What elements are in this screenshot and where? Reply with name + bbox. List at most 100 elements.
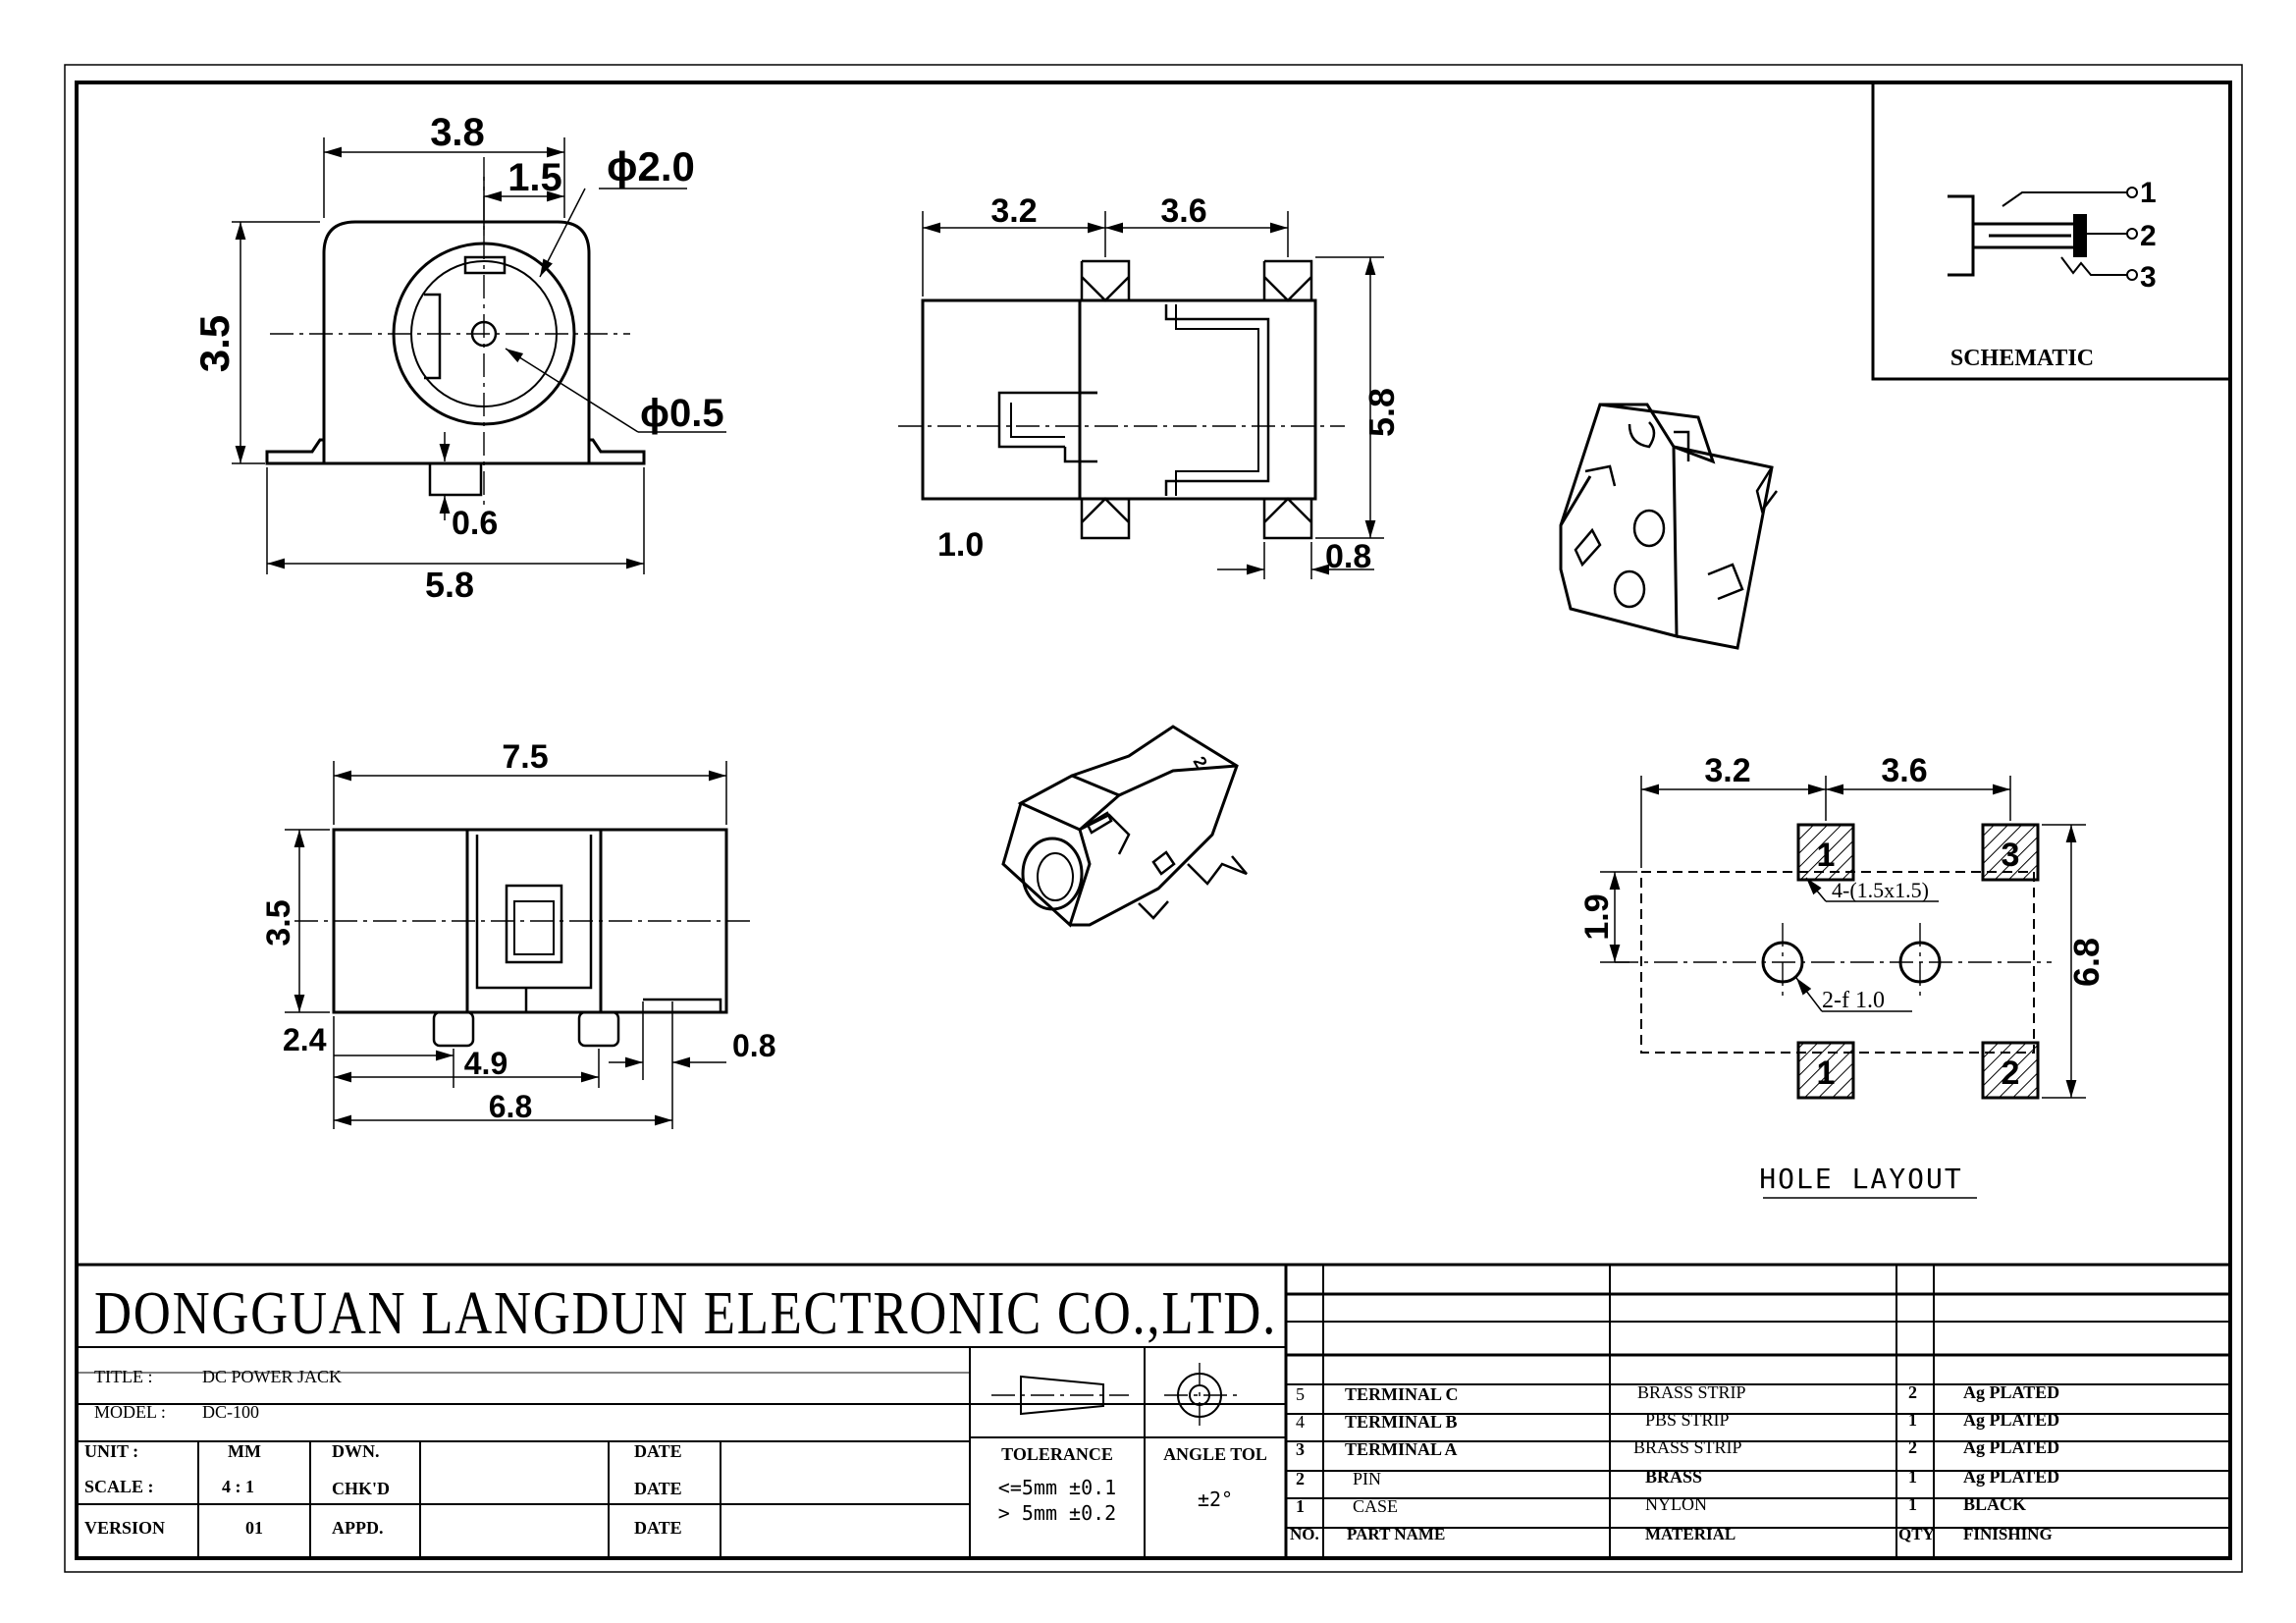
side-dim-6-8: 6.8	[489, 1089, 532, 1124]
iso-view-lower: 2	[1001, 725, 1248, 928]
schematic-title: SCHEMATIC	[1950, 346, 2094, 371]
schematic-pin-2: 2	[2140, 220, 2157, 252]
pad-label-1-bottom: 1	[1817, 1055, 1836, 1092]
bom-row-5-part: TERMINAL C	[1345, 1384, 1459, 1404]
hole-dim-3-6: 3.6	[1881, 752, 1927, 789]
bom-row-2-qty: 1	[1908, 1467, 1917, 1487]
schematic-pin-3: 3	[2140, 261, 2157, 294]
front-dim-3-8: 3.8	[430, 111, 485, 154]
scale-value: 4 : 1	[222, 1477, 254, 1496]
model-label: MODEL :	[94, 1402, 166, 1422]
pad-1-bottom	[1796, 1041, 1855, 1100]
front-view: 3.8 1.5 ϕ2.0 3.5 ϕ0.5 0.6 5.8	[191, 111, 726, 605]
inner-border	[75, 81, 2232, 1560]
bom-row-4-part: TERMINAL B	[1345, 1412, 1458, 1432]
top-dim-5-8: 5.8	[1362, 388, 1402, 437]
top-dim-3-6: 3.6	[1160, 192, 1206, 230]
scale-label: SCALE :	[84, 1477, 154, 1496]
bom-row-2-finish: Ag PLATED	[1963, 1467, 2059, 1487]
schematic-contact	[2073, 214, 2087, 257]
company-name: DONGGUAN LANGDUN ELECTRONIC CO.,LTD.	[94, 1280, 1277, 1347]
side-view: 7.5 3.5 2.4 4.9 0.8 6.8	[260, 738, 775, 1129]
bom-header-finish: FINISHING	[1963, 1525, 2053, 1543]
bom-row-4-qty: 1	[1908, 1410, 1917, 1430]
iso-view-upper	[1559, 403, 1778, 650]
title-value: DC POWER JACK	[202, 1367, 342, 1386]
pad-1-top	[1796, 823, 1855, 882]
schematic-pin-1: 1	[2140, 177, 2157, 209]
model-value: DC-100	[202, 1402, 259, 1422]
title-block: DONGGUAN LANGDUN ELECTRONIC CO.,LTD. TIT…	[77, 1263, 2230, 1558]
bom-header-material: MATERIAL	[1645, 1525, 1735, 1543]
version-label: VERSION	[84, 1518, 165, 1538]
front-dim-5-8: 5.8	[425, 565, 474, 605]
bom-row-1-material: NYLON	[1645, 1494, 1707, 1514]
hole-layout: 1 3 1 2 3.2 3.6 1.9 6.8 4-(1.5x1.5) 2-f …	[1578, 752, 2107, 1199]
front-dim-phi-2-0: ϕ2.0	[607, 143, 695, 189]
side-dim-3-5: 3.5	[260, 899, 297, 946]
side-dim-7-5: 7.5	[502, 738, 548, 776]
date-label-1: DATE	[634, 1441, 682, 1461]
bom-row-5-finish: Ag PLATED	[1963, 1382, 2059, 1402]
tolerance-value-2: > 5mm ±0.2	[998, 1501, 1116, 1525]
bom-row-2-no: 2	[1296, 1469, 1305, 1488]
dwn-label: DWN.	[332, 1441, 380, 1461]
appd-label: APPD.	[332, 1518, 384, 1538]
pad-2-bottom	[1981, 1041, 2040, 1100]
angle-tol-value: ±2°	[1198, 1488, 1233, 1511]
unit-value: MM	[228, 1441, 261, 1461]
pad-label-3-top: 3	[2002, 837, 2020, 874]
angle-tol-label: ANGLE TOL	[1163, 1444, 1267, 1464]
bom-row-3-finish: Ag PLATED	[1963, 1437, 2059, 1457]
bom-row-1-no: 1	[1296, 1496, 1305, 1516]
side-dim-0-8: 0.8	[732, 1028, 775, 1063]
bom-row-2-part: PIN	[1353, 1469, 1381, 1488]
outer-border	[64, 64, 2243, 1573]
top-view: 3.2 3.6 5.8 1.0 0.8	[898, 192, 1402, 579]
bom-row-4-no: 4	[1296, 1412, 1305, 1432]
pad-label-2-bottom: 2	[2002, 1055, 2020, 1092]
hole-dim-1-9: 1.9	[1578, 893, 1616, 940]
side-dim-2-4: 2.4	[283, 1022, 327, 1057]
hole-layout-title: HOLE LAYOUT	[1759, 1163, 1962, 1195]
pad-label-1-top: 1	[1817, 837, 1836, 874]
date-label-3: DATE	[634, 1518, 682, 1538]
front-dim-3-5: 3.5	[191, 315, 238, 372]
hole-dim-6-8: 6.8	[2066, 938, 2107, 987]
bom-row-1-qty: 1	[1908, 1494, 1917, 1514]
version-value: 01	[245, 1518, 263, 1538]
bom-row-3-part: TERMINAL A	[1345, 1439, 1458, 1459]
top-dim-0-8: 0.8	[1325, 538, 1371, 575]
bom-row-3-no: 3	[1296, 1439, 1305, 1459]
bom-row-5-qty: 2	[1908, 1382, 1917, 1402]
bom-row-3-qty: 2	[1908, 1437, 1917, 1457]
top-dim-3-2: 3.2	[990, 192, 1037, 230]
hole-pad-note: 4-(1.5x1.5)	[1832, 878, 1929, 902]
tolerance-value-1: <=5mm ±0.1	[998, 1476, 1116, 1499]
tolerance-label: TOLERANCE	[1001, 1444, 1113, 1464]
bom-header-part: PART NAME	[1347, 1525, 1445, 1543]
title-label: TITLE :	[94, 1367, 152, 1386]
bom-row-5-no: 5	[1296, 1384, 1305, 1404]
chkd-label: CHK'D	[332, 1479, 390, 1498]
bom-header-no: NO.	[1290, 1525, 1319, 1543]
bom-header-qty: QTY	[1898, 1525, 1935, 1543]
pad-3-top	[1981, 823, 2040, 882]
date-label-2: DATE	[634, 1479, 682, 1498]
bom-table: 5 TERMINAL C BRASS STRIP 2 Ag PLATED 4 T…	[1290, 1382, 2059, 1543]
projection-symbol	[991, 1363, 1237, 1430]
hole-dim-3-2: 3.2	[1704, 752, 1750, 789]
front-dim-1-5: 1.5	[507, 156, 562, 199]
bom-row-5-material: BRASS STRIP	[1637, 1382, 1746, 1402]
side-dim-4-9: 4.9	[464, 1046, 507, 1081]
front-dim-phi-0-5: ϕ0.5	[640, 392, 724, 435]
hole-hole-note: 2-f 1.0	[1822, 988, 1885, 1013]
bom-row-4-material: PBS STRIP	[1645, 1410, 1730, 1430]
front-dim-0-6: 0.6	[452, 505, 498, 542]
unit-label: UNIT :	[84, 1441, 138, 1461]
bom-row-4-finish: Ag PLATED	[1963, 1410, 2059, 1430]
top-dim-1-0: 1.0	[937, 526, 984, 564]
bom-row-1-part: CASE	[1353, 1496, 1398, 1516]
bom-row-2-material: BRASS	[1645, 1467, 1702, 1487]
